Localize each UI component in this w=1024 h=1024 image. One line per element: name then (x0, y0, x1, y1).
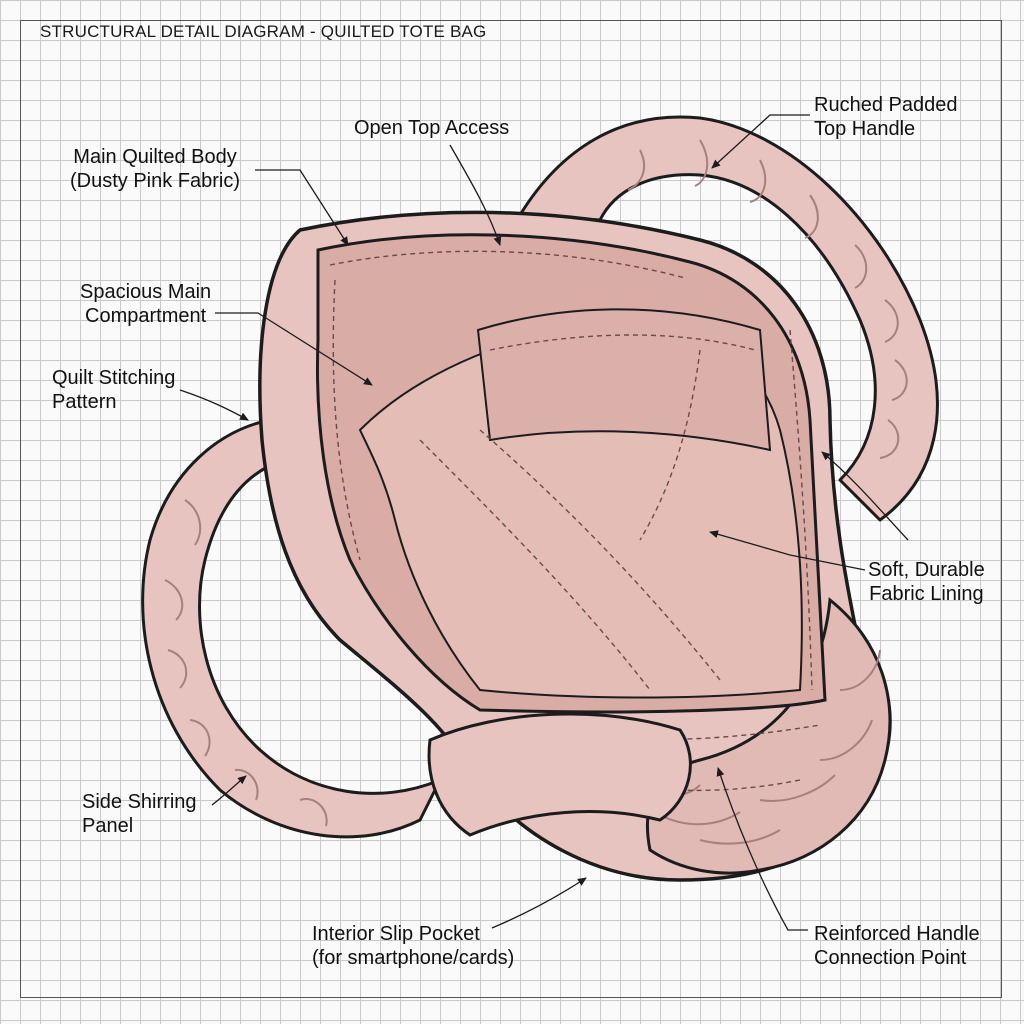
callout-line: Fabric Lining (869, 583, 984, 605)
callout-line: Compartment (85, 305, 207, 327)
callout-line: Soft, Durable (868, 559, 985, 581)
callout-line: (for smartphone/cards) (312, 947, 515, 969)
callout-line: Quilt Stitching (52, 367, 176, 389)
callout-main-quilted-body: Main Quilted Body (Dusty Pink Fabric) (70, 145, 240, 193)
callout-main-compartment: Spacious Main Compartment (80, 280, 211, 328)
callout-line: Connection Point (814, 947, 967, 969)
callout-line: Reinforced Handle (814, 923, 980, 945)
diagram-title: STRUCTURAL DETAIL DIAGRAM - QUILTED TOTE… (40, 22, 487, 41)
callout-open-top-access: Open Top Access (354, 116, 509, 140)
callout-quilt-stitching: Quilt Stitching Pattern (52, 366, 175, 414)
front-handle (427, 712, 692, 837)
side-shirring-panel (645, 597, 892, 875)
callout-line: Interior Slip Pocket (312, 923, 480, 945)
callout-line: Main Quilted Body (73, 146, 237, 168)
callout-line: Ruched Padded (814, 94, 958, 116)
callout-reinforced-handle: Reinforced Handle Connection Point (814, 922, 980, 970)
callout-line: Panel (82, 815, 134, 837)
callout-line: Open Top Access (354, 117, 510, 139)
callout-line: Side Shirring (82, 791, 197, 813)
callout-side-shirring: Side Shirring Panel (82, 790, 197, 838)
callout-fabric-lining: Soft, Durable Fabric Lining (868, 558, 985, 606)
ruched-top-handle (518, 115, 939, 522)
callout-ruched-handle: Ruched Padded Top Handle (814, 93, 957, 141)
callout-line: Spacious Main (80, 281, 212, 303)
callout-interior-slip-pocket: Interior Slip Pocket (for smartphone/car… (312, 922, 514, 970)
left-handle (141, 418, 442, 839)
interior-slip-pocket (476, 308, 772, 452)
callout-line: (Dusty Pink Fabric) (70, 170, 241, 192)
callout-line: Top Handle (814, 118, 916, 140)
callout-leaders (179, 114, 909, 931)
callout-line: Pattern (52, 391, 117, 413)
